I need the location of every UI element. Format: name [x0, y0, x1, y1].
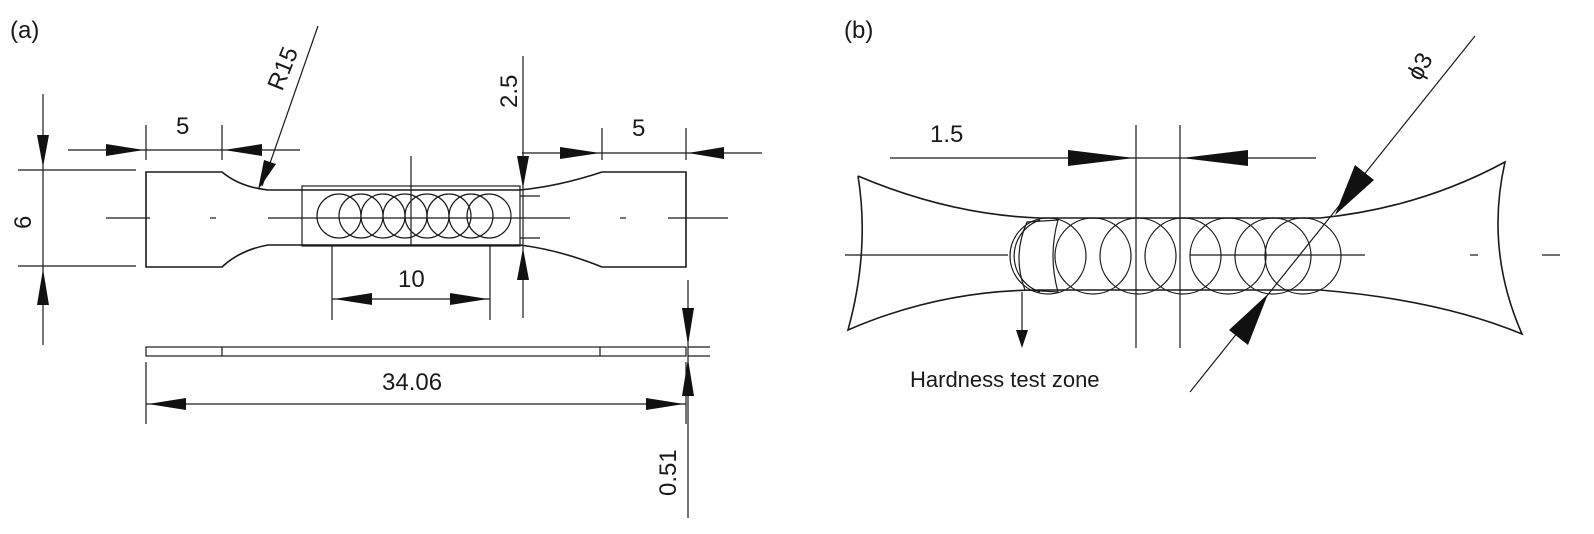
dim-width: 6	[10, 216, 37, 229]
panel-b-label: (b)	[844, 17, 873, 44]
dim-total-length: 34.06	[382, 369, 442, 396]
radius-leader	[261, 25, 319, 187]
panel-a: (a) 6	[10, 17, 762, 518]
hardness-hatch-region	[1013, 219, 1041, 293]
enlarged-weld-beads	[1009, 217, 1342, 295]
dim-gauge-width: 2.5	[496, 75, 523, 108]
dim-thickness: 0.51	[655, 449, 682, 496]
dim-diameter: ϕ3	[1402, 48, 1439, 85]
dim-grip-right: 5	[632, 115, 645, 142]
specimen-side-view	[145, 346, 687, 357]
dim-gauge-length: 10	[398, 266, 425, 293]
dim-radius: R15	[263, 43, 305, 94]
hardness-label: Hardness test zone	[910, 367, 1100, 392]
dim-spacing: 1.5	[930, 121, 963, 148]
weld-bead-circles	[316, 193, 512, 239]
panel-a-label: (a)	[10, 17, 39, 44]
panel-b: (b) Hardness test zone	[844, 17, 1560, 393]
diameter-leader	[1189, 35, 1476, 393]
dim-grip-left: 5	[176, 113, 189, 140]
enlarged-specimen-outline	[846, 160, 1524, 336]
specimen-outline	[145, 171, 687, 268]
